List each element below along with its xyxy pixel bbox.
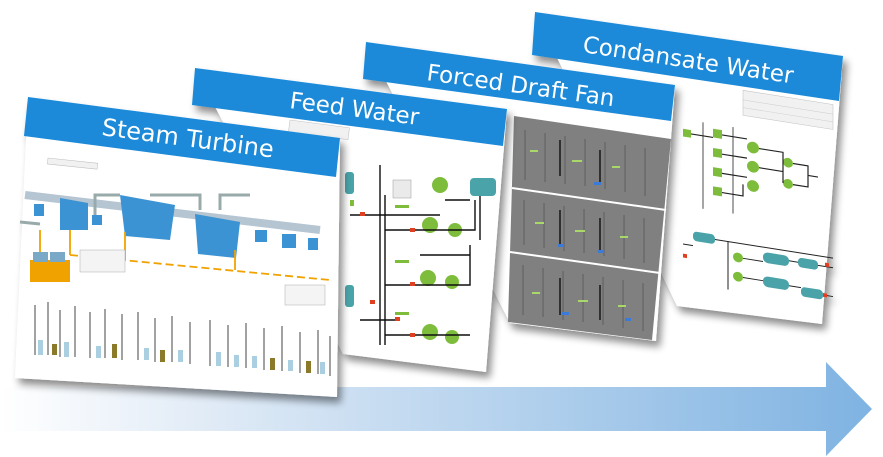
- steam-turbine-orange-block: [30, 260, 70, 282]
- panel-header-steam-turbine: [24, 97, 340, 177]
- forced-draft-grid: [509, 130, 667, 331]
- turbine-ip: [120, 195, 175, 240]
- turbine-hp: [60, 198, 88, 230]
- feed-water-diagram: [288, 119, 496, 345]
- panel-header-condensate: [532, 12, 843, 101]
- steam-turbine-bar-fills: [38, 340, 325, 374]
- steam-turbine-bar-strip: [34, 302, 331, 376]
- forced-draft-dark-area: [508, 116, 671, 340]
- steam-turbine-diagram: [19, 157, 331, 306]
- panel-header-forced-draft: [363, 42, 675, 121]
- turbine-lp: [195, 214, 240, 258]
- progression-arrow: [0, 362, 872, 456]
- panel-header-feed-water: [192, 68, 507, 146]
- panel-steam-turbine: Steam Turbine: [15, 97, 340, 397]
- condensate-diagram: [683, 90, 834, 300]
